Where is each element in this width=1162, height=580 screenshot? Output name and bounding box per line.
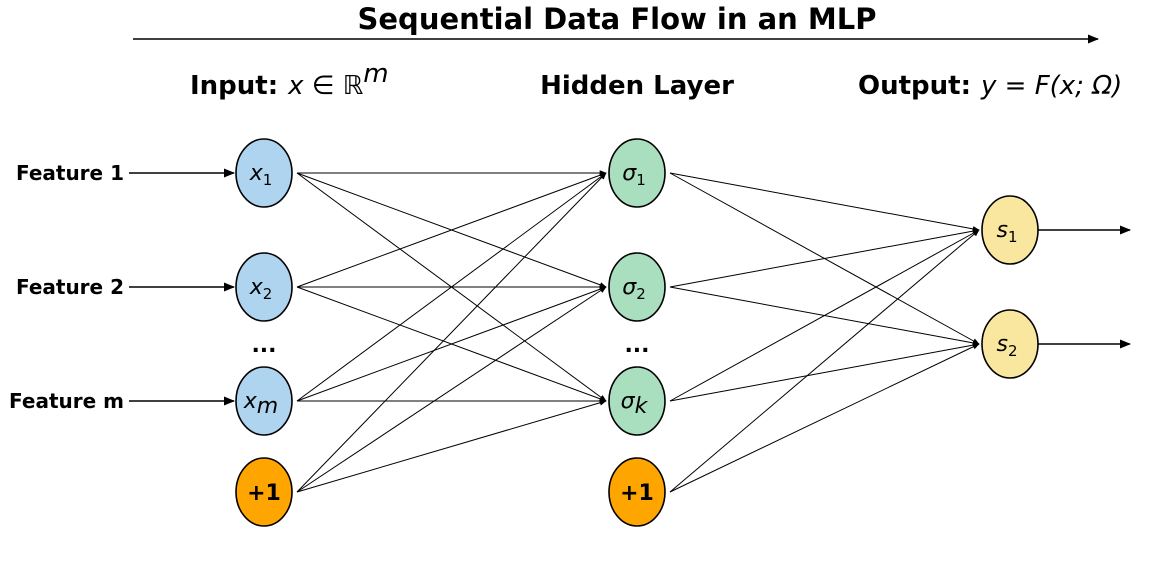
connection-in-1-hid-0 [296, 172, 607, 288]
hidden-bias-node-circle [608, 457, 666, 527]
input-header-sup: m [363, 59, 388, 89]
output-header: Output: y = F(x; Ω) [858, 71, 1122, 101]
connection-in-3-hid-0 [296, 172, 607, 493]
input-bias-node-label: +1 [247, 481, 281, 506]
hidden-header: Hidden Layer [540, 71, 734, 101]
feature-label-3: Feature m [9, 389, 124, 413]
feature-label-1: Feature 1 [16, 161, 124, 185]
output-node-1-circle [981, 195, 1039, 265]
hidden-node-1: σ1 [608, 138, 666, 208]
feature-label-2: Feature 2 [16, 275, 124, 299]
nodes: x1 x2 xm +1... σ1 σ2 σk +1... s1 s2 [235, 138, 1039, 527]
input-arrows: Feature 1 Feature 2 Feature m [9, 161, 1132, 413]
input-node-2-circle [235, 252, 293, 322]
connection-in-2-hid-1 [296, 286, 607, 402]
input-bias-node-circle [235, 457, 293, 527]
input-node-3-label: xm [243, 389, 278, 419]
diagram-title: Sequential Data Flow in an MLP [358, 2, 877, 36]
input-node-3-circle [235, 366, 293, 436]
hidden-ellipsis: ... [624, 333, 649, 358]
hidden-node-3-circle [608, 366, 666, 436]
hidden-bias-node-label: +1 [620, 481, 654, 506]
input-bias-node: +1 [235, 457, 293, 527]
connection-hid-2-out-1 [669, 342, 980, 402]
input-node-2: x2 [235, 252, 293, 322]
connections [296, 170, 980, 493]
hidden-node-2-label: σ2 [622, 275, 646, 303]
input-node-3: xm [235, 366, 293, 436]
output-node-1-label: s1 [996, 218, 1017, 246]
input-header: Input: x ∈ ℝm [190, 59, 389, 101]
output-header-math: y = F(x; Ω) [980, 71, 1122, 101]
input-header-math: x ∈ ℝ [287, 71, 364, 101]
output-node-1: s1 [981, 195, 1039, 265]
hidden-node-3: σk [608, 366, 666, 436]
connection-hid-3-out-0 [669, 229, 980, 493]
output-node-2-label: s2 [996, 332, 1017, 360]
connection-hid-1-out-0 [669, 228, 980, 288]
hidden-node-1-circle [608, 138, 666, 208]
input-header-label: Input: [190, 71, 278, 101]
hidden-node-2: σ2 [608, 252, 666, 322]
input-ellipsis: ... [251, 333, 276, 358]
connection-in-2-hid-0 [296, 172, 607, 402]
connection-in-3-hid-1 [296, 286, 607, 493]
input-node-2-label: x2 [249, 275, 273, 303]
hidden-node-3-label: σk [621, 389, 649, 419]
input-node-1-label: x1 [249, 161, 273, 189]
input-node-1-circle [235, 138, 293, 208]
hidden-node-2-circle [608, 252, 666, 322]
connection-hid-3-out-1 [669, 343, 980, 493]
connection-in-3-hid-2 [296, 400, 607, 493]
input-node-1: x1 [235, 138, 293, 208]
hidden-node-1-label: σ1 [622, 161, 646, 189]
connection-hid-0-out-0 [669, 172, 980, 232]
output-header-label: Output: [858, 71, 971, 101]
connection-hid-2-out-0 [669, 229, 980, 402]
output-node-2-circle [981, 309, 1039, 379]
hidden-bias-node: +1 [608, 457, 666, 527]
output-node-2: s2 [981, 309, 1039, 379]
